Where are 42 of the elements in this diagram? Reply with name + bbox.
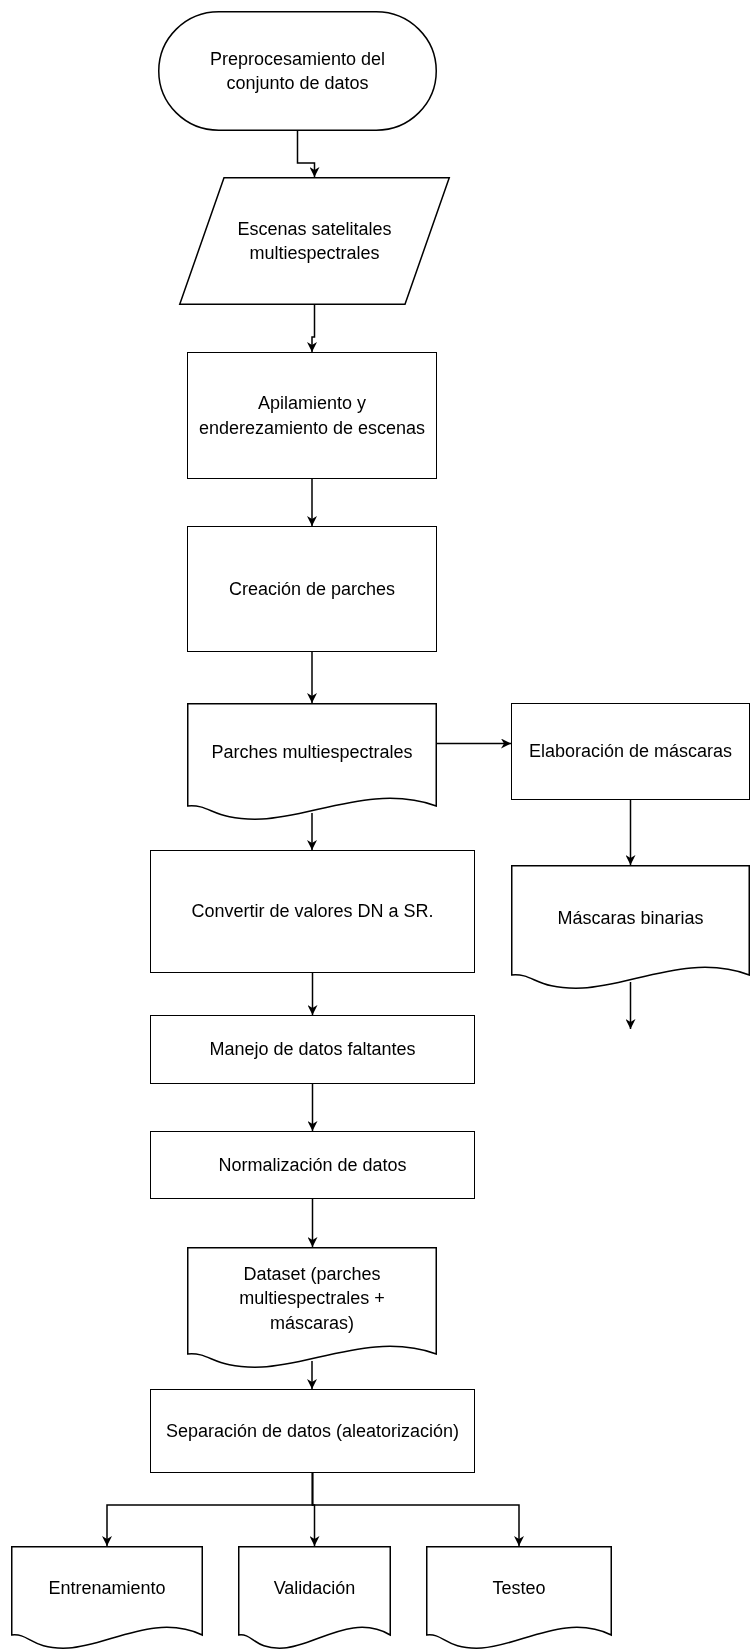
arrow [625,981,636,1030]
arrow [311,1472,524,1547]
arrow [307,304,317,353]
arrow [307,1083,318,1132]
process-box [150,1015,475,1084]
arrow [307,972,318,1016]
node-label: Preprocesamiento del conjunto de datos [208,47,387,95]
node-label: Escenas satelitales multiespectrales [236,217,393,265]
process-box [187,352,437,479]
node-label: Separación de datos (aleatorización) [165,1419,460,1443]
node-label: Elaboración de máscaras [528,740,733,764]
node-label: Creación de parches [228,577,396,601]
node-label: Entrenamiento [48,1577,166,1601]
process-box [511,703,750,800]
node-label: Manejo de datos faltantes [209,1038,416,1062]
arrow [307,812,317,851]
node-label: Validación [273,1577,356,1601]
arrow [296,130,320,178]
node-label: Normalización de datos [218,1153,407,1177]
document-shape [426,1546,612,1649]
node-label: Parches multiespectrales [211,741,413,765]
arrow [307,478,317,527]
document-shape [11,1546,203,1649]
arrow [625,799,636,866]
arrow [436,738,512,749]
arrow [307,1360,317,1390]
document-shape [187,1247,437,1368]
data-parallelogram [179,177,450,305]
node-label: Apilamiento y enderezamiento de escenas [198,392,426,440]
node-label: Convertir de valores DN a SR. [191,900,434,924]
document-shape [511,865,750,989]
process-box [150,850,475,973]
node-label: Dataset (parches multiespectrales + máscaras) [238,1263,386,1335]
node-label: Máscaras binarias [557,906,704,930]
process-box [150,1131,475,1199]
process-box [187,526,437,652]
node-label: Testeo [492,1577,546,1601]
arrow [307,1198,318,1248]
process-box [150,1389,475,1473]
document-shape [187,703,437,820]
document-shape [238,1546,391,1649]
arrow [307,651,317,704]
